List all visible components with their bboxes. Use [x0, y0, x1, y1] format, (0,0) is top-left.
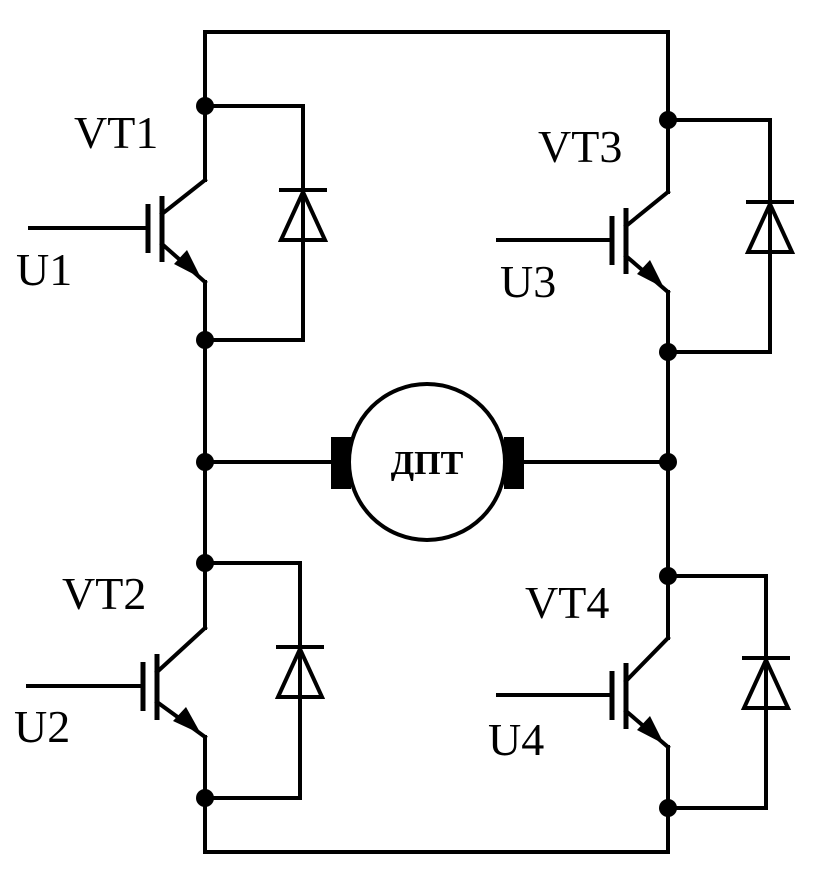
vt1-emitter-arrow-icon [174, 250, 201, 278]
vt2-label: VT2 [62, 568, 146, 619]
u4-label: U4 [488, 714, 544, 765]
vt1-top-node [196, 97, 214, 115]
vt3-label: VT3 [538, 121, 622, 172]
vt3-bottom-node [659, 343, 677, 361]
vt3-diode-loop [666, 118, 772, 354]
vt2-collector [154, 625, 208, 675]
u1-label: U1 [16, 244, 72, 295]
u2-label: U2 [14, 701, 70, 752]
motor-left-node [196, 453, 214, 471]
vt2-bottom-node [196, 789, 214, 807]
vt4-diode-icon [740, 655, 792, 710]
vt1-label: VT1 [74, 107, 158, 158]
vt2-emitter-arrow-icon [173, 707, 201, 734]
transistor-vt3 [496, 111, 796, 361]
motor-right-brush-icon [504, 437, 524, 489]
vt2-top-node [196, 554, 214, 572]
vt2-diode-loop [203, 561, 302, 800]
transistor-vt1 [28, 97, 329, 349]
vt1-diode-icon [277, 187, 329, 242]
transistor-vt2 [26, 554, 326, 807]
vt1-collector [159, 177, 208, 217]
vt4-label: VT4 [525, 577, 609, 628]
motor-label: ДПТ [391, 445, 464, 482]
vt3-emitter-arrow-icon [637, 260, 664, 288]
motor: ДПТ [196, 382, 677, 542]
vt1-bottom-node [196, 331, 214, 349]
vt3-top-node [659, 111, 677, 129]
vt1-diode-loop [203, 104, 305, 342]
vt4-top-node [659, 567, 677, 585]
transistor-vt4 [496, 567, 792, 817]
vt4-collector [623, 635, 671, 684]
vt4-bottom-node [659, 799, 677, 817]
vt4-emitter-arrow-icon [637, 716, 664, 744]
motor-right-node [659, 453, 677, 471]
vt3-collector [623, 189, 671, 229]
u3-label: U3 [500, 256, 556, 307]
vt4-diode-loop [666, 574, 768, 810]
vt2-diode-icon [274, 644, 326, 699]
vt3-diode-icon [744, 199, 796, 254]
motor-left-brush-icon [331, 437, 351, 489]
